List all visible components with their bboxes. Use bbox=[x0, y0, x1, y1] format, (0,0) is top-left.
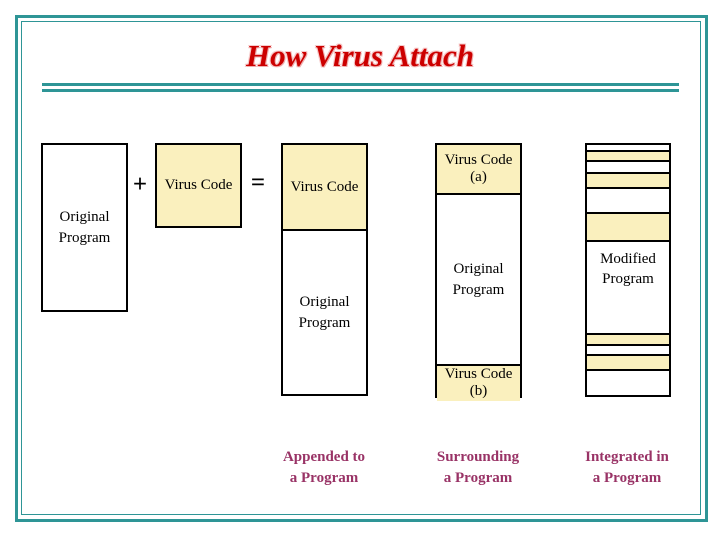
slide-title: How Virus Attach bbox=[246, 38, 474, 73]
surrounding-virus-code-b-segment: Virus Code (b) bbox=[437, 366, 520, 401]
integrated-stripe-white bbox=[587, 369, 669, 395]
original-program-label: Original Program bbox=[58, 209, 111, 246]
integrated-stripe-virus bbox=[587, 333, 669, 344]
surrounding-column: Virus Code (a) Original Program Virus Co… bbox=[435, 143, 522, 401]
surrounding-virus-code-a-segment: Virus Code (a) bbox=[437, 145, 520, 195]
surrounding-original-program-label: Original Program bbox=[452, 261, 505, 298]
integrated-stripe-white bbox=[587, 160, 669, 172]
appended-virus-code-label: Virus Code bbox=[290, 178, 359, 195]
surrounding-virus-code-b-label: Virus Code (b) bbox=[444, 366, 513, 400]
surrounding-original-program-segment: Original Program bbox=[437, 195, 520, 366]
original-program-box: Original Program bbox=[41, 143, 128, 312]
appended-original-program-segment: Original Program bbox=[283, 231, 366, 394]
integrated-modified-program-segment: Modified Program bbox=[587, 240, 669, 333]
surrounding-caption-line2: a Program bbox=[443, 470, 513, 486]
surrounding-caption-line1: Surrounding bbox=[436, 449, 520, 465]
surrounding-virus-code-a-label: Virus Code (a) bbox=[444, 151, 513, 185]
integrated-stripe-virus bbox=[587, 150, 669, 160]
integrated-caption-line1: Integrated in bbox=[585, 449, 669, 465]
virus-code-label: Virus Code bbox=[164, 177, 233, 194]
title-separator bbox=[42, 83, 679, 92]
slide-border-inner bbox=[21, 21, 701, 515]
integrated-stripe-white bbox=[587, 344, 669, 354]
integrated-stripe-virus bbox=[587, 172, 669, 187]
appended-virus-code-segment: Virus Code bbox=[283, 145, 366, 231]
integrated-stripe-virus bbox=[587, 212, 669, 240]
appended-original-program-label: Original Program bbox=[298, 294, 351, 331]
integrated-caption: Integrated in a Program bbox=[567, 447, 687, 489]
integrated-stripe-white bbox=[587, 145, 669, 150]
appended-column: Virus Code Original Program bbox=[281, 143, 368, 396]
surrounding-caption: Surrounding a Program bbox=[418, 447, 538, 489]
virus-code-box: Virus Code bbox=[155, 143, 242, 228]
equals-sign: = bbox=[250, 169, 266, 196]
integrated-caption-line2: a Program bbox=[592, 470, 662, 486]
appended-caption-line1: Appended to bbox=[282, 449, 366, 465]
appended-caption: Appended to a Program bbox=[264, 447, 384, 489]
appended-caption-line2: a Program bbox=[289, 470, 359, 486]
plus-sign: + bbox=[132, 171, 148, 198]
slide-border-outer bbox=[15, 15, 708, 522]
modified-program-label: Modified Program bbox=[600, 251, 656, 288]
integrated-column: Modified Program bbox=[585, 143, 671, 397]
integrated-stripe-white bbox=[587, 187, 669, 212]
integrated-stripe-virus bbox=[587, 354, 669, 369]
